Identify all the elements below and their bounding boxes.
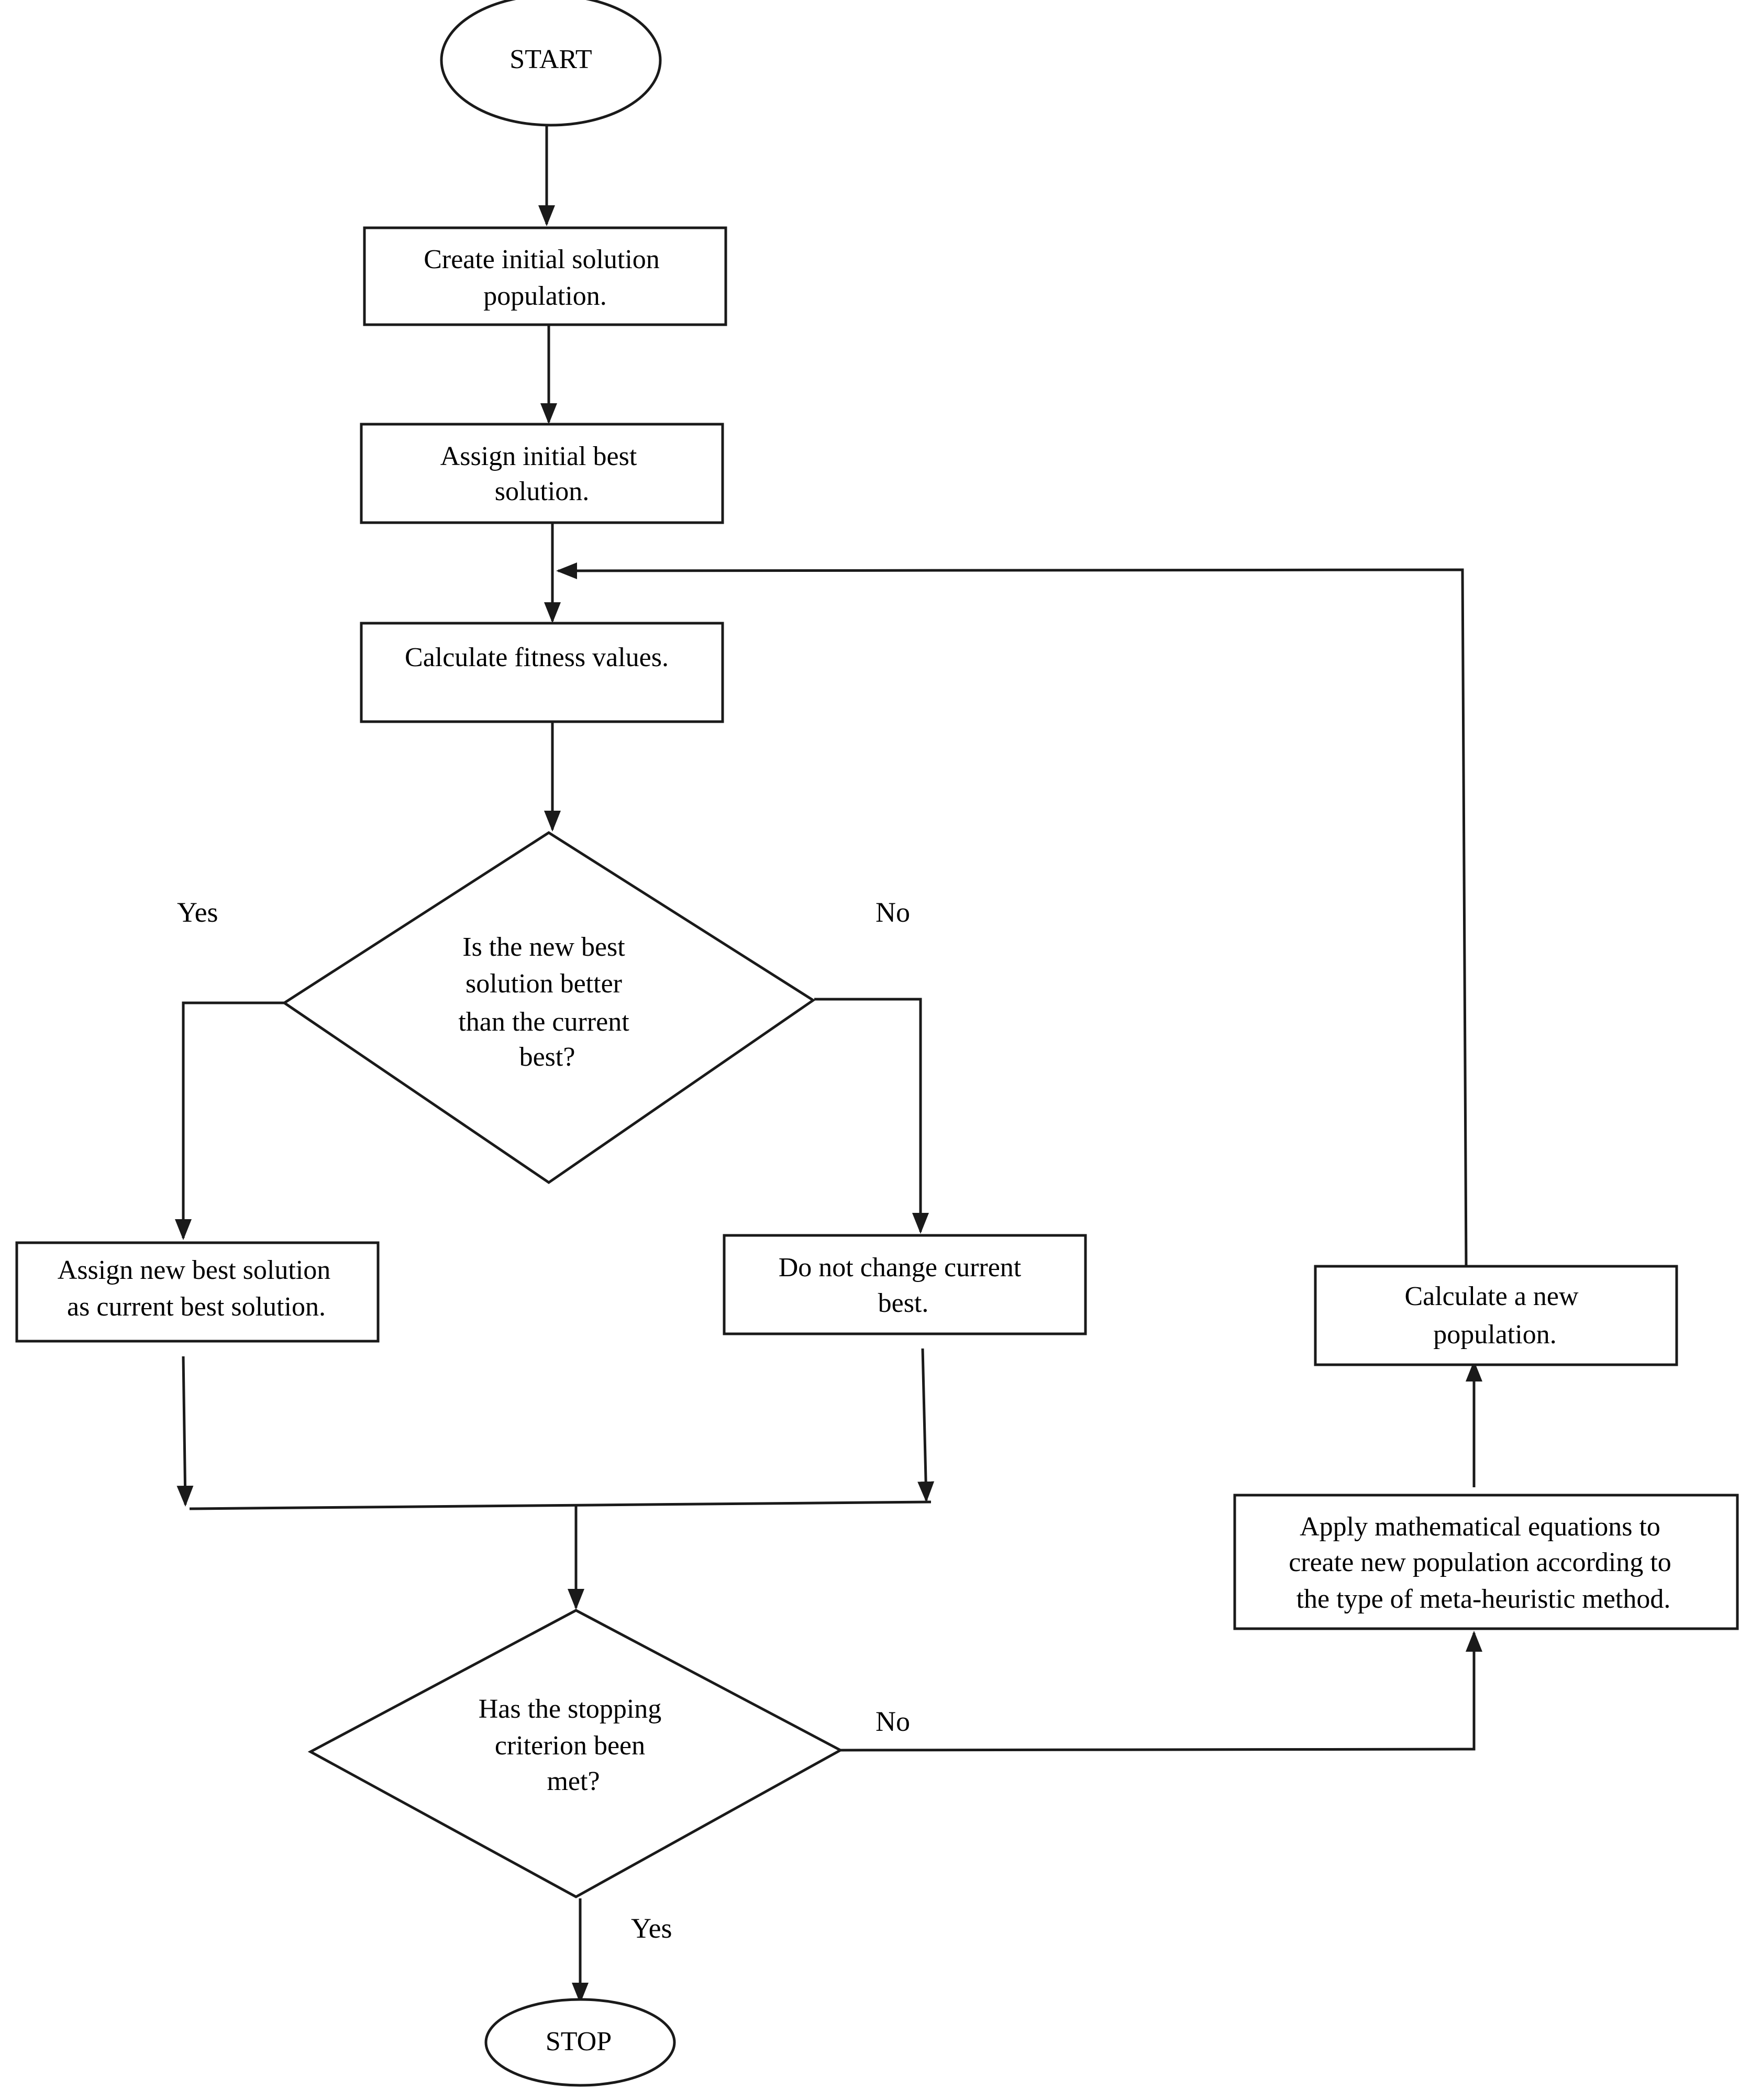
decision-better-line-4: best? (519, 1042, 575, 1072)
edge-labels: Yes No No Yes (177, 897, 910, 1944)
do-not-change-line-2: best. (878, 1288, 929, 1318)
decision-better-line-3: than the current (458, 1007, 629, 1037)
edge-label-stop-yes: Yes (631, 1913, 672, 1944)
arrow-loop-back-to-fitness (556, 562, 1468, 1267)
assign-new-best-line-2: as current best solution. (67, 1292, 326, 1322)
do-not-change-label: Do not change current best. (779, 1253, 1028, 1318)
calculate-fitness-label: Calculate fitness values. (405, 643, 669, 672)
assign-new-best-box: Assign new best solution as current best… (15, 1241, 380, 1343)
apply-equations-line-2: create new population according to (1289, 1548, 1671, 1577)
decision-better-line-2: solution better (466, 969, 622, 999)
start-label: START (509, 45, 592, 74)
create-population-box: Create initial solution population. (363, 226, 727, 326)
decision-stop-line-1: Has the stopping (479, 1694, 662, 1724)
apply-equations-label: Apply mathematical equations to create n… (1289, 1512, 1678, 1614)
decision-better-line-1: Is the new best (462, 932, 625, 962)
stop-terminal: STOP (484, 1998, 676, 2087)
start-terminal: START (440, 0, 662, 127)
assign-initial-best-line-2: solution. (495, 477, 590, 506)
assign-initial-best-label: Assign initial best solution. (440, 441, 644, 506)
do-not-change-line-1: Do not change current (779, 1253, 1022, 1283)
arrow-stop-decision-no-branch (840, 1631, 1482, 1752)
calculate-fitness-line-1: Calculate fitness values. (405, 643, 669, 672)
assign-initial-best-line-1: Assign initial best (440, 441, 637, 471)
create-population-line-1: Create initial solution (424, 245, 660, 274)
calculate-new-population-box: Calculate a new population. (1314, 1265, 1678, 1366)
create-population-line-2: population. (483, 281, 606, 311)
decision-better-diamond: Is the new best solution better than the… (282, 831, 816, 1185)
decision-stop-line-2: criterion been (495, 1731, 645, 1761)
apply-equations-box: Apply mathematical equations to create n… (1233, 1494, 1739, 1630)
merge-line (189, 1500, 932, 1510)
do-not-change-box: Do not change current best. (723, 1234, 1087, 1335)
assign-initial-best-box: Assign initial best solution. (360, 423, 724, 524)
apply-equations-line-1: Apply mathematical equations to (1300, 1512, 1660, 1542)
create-population-label: Create initial solution population. (424, 245, 667, 311)
assign-new-best-line-1: Assign new best solution (58, 1255, 330, 1285)
decision-stop-diamond: Has the stopping criterion been met? (307, 1609, 844, 1898)
assign-new-best-label: Assign new best solution as current best… (58, 1255, 337, 1322)
arrow-decision-yes-branch (175, 1001, 284, 1240)
calculate-new-population-line-1: Calculate a new (1404, 1281, 1579, 1311)
connectors (175, 126, 1482, 2004)
edge-label-stop-no: No (876, 1706, 910, 1737)
stop-label: STOP (546, 2027, 612, 2057)
apply-equations-line-3: the type of meta-heuristic method. (1296, 1584, 1671, 1614)
arrow-do-not-change-to-merge (917, 1348, 935, 1502)
arrow-decision-no-branch (814, 998, 929, 1234)
calculate-new-population-label: Calculate a new population. (1404, 1281, 1585, 1350)
decision-stop-label: Has the stopping criterion been met? (479, 1694, 669, 1796)
edge-label-better-no: No (876, 897, 910, 928)
decision-better-label: Is the new best solution better than the… (458, 932, 636, 1072)
edge-label-better-yes: Yes (177, 897, 218, 928)
calculate-new-population-line-2: population. (1433, 1320, 1556, 1350)
calculate-fitness-box: Calculate fitness values. (360, 622, 724, 723)
decision-stop-line-3: met? (547, 1766, 600, 1796)
arrow-assign-new-to-merge (176, 1356, 194, 1507)
